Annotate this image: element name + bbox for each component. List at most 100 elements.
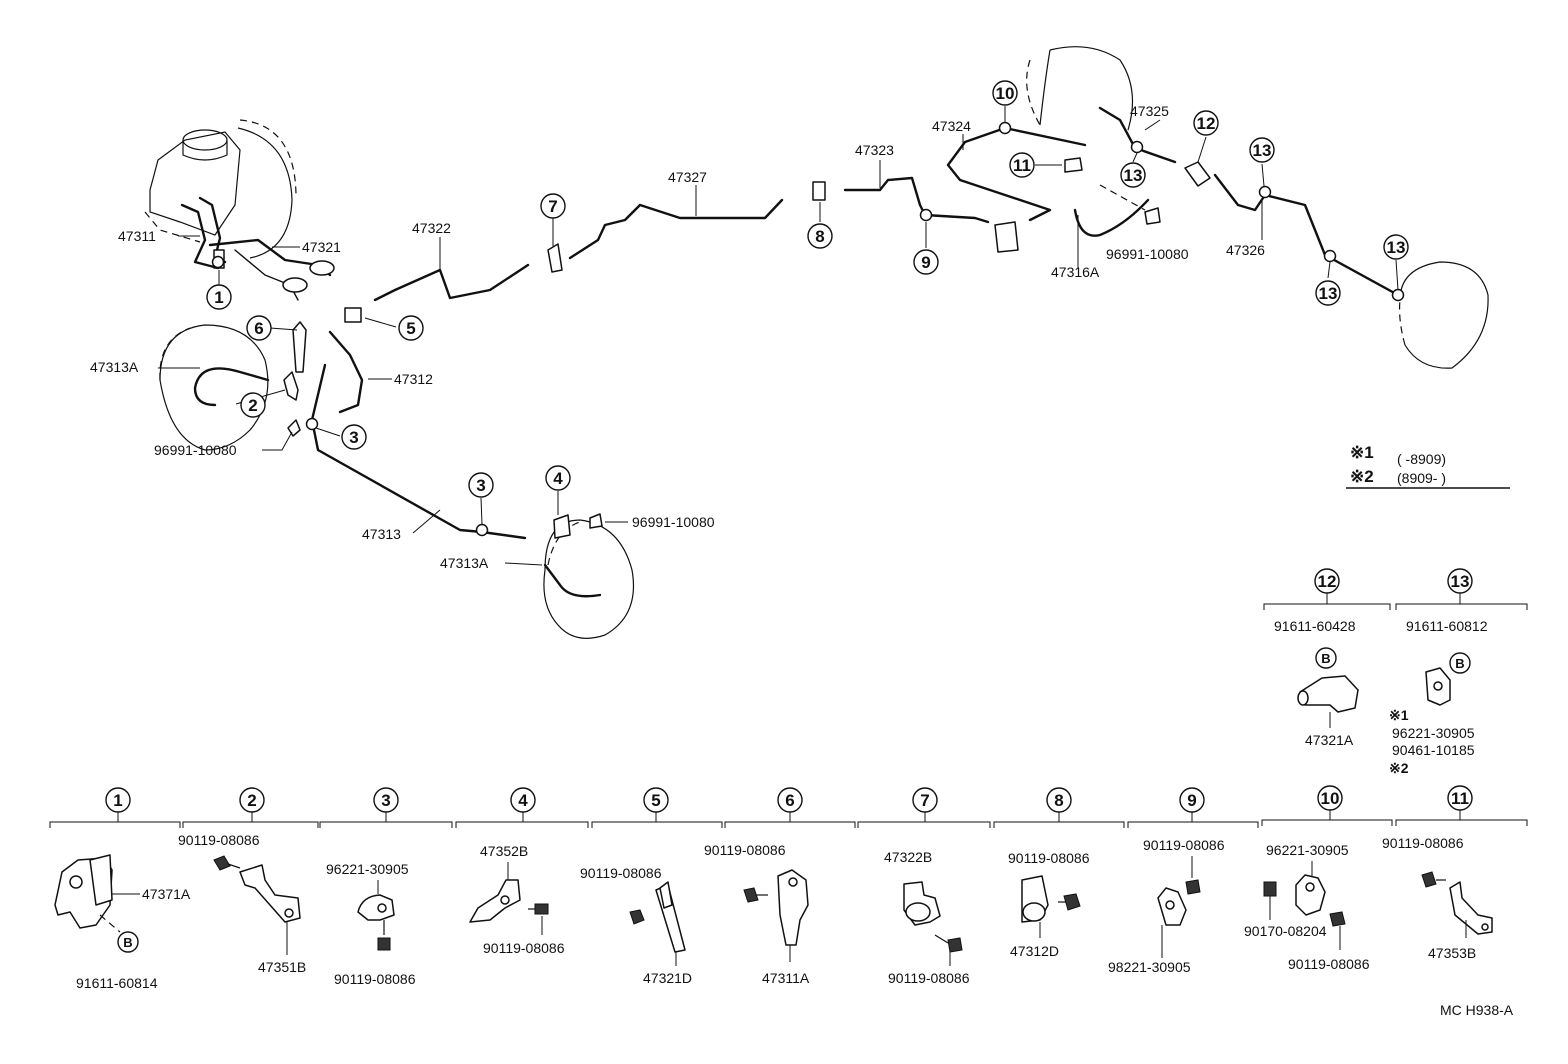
callout-13-a: 13 xyxy=(1120,162,1146,188)
main-part-labels: 47311 47321 47322 47327 47323 47324 4732… xyxy=(90,103,1265,571)
callout-8: 8 xyxy=(807,223,833,249)
svg-text:13: 13 xyxy=(1319,284,1338,303)
svg-text:91611-60814: 91611-60814 xyxy=(76,975,158,991)
detail-11-parts: 90119-08086 47353B xyxy=(1382,835,1493,961)
svg-text:6: 6 xyxy=(254,319,263,338)
detail-10-parts: 96221-30905 90170-08204 90119-08086 xyxy=(1244,842,1370,972)
svg-text:3: 3 xyxy=(381,791,390,810)
detail-3-parts: 96221-30905 90119-08086 xyxy=(326,861,416,987)
detail-header-11: 11 xyxy=(1447,785,1473,811)
note1-range: ( -8909) xyxy=(1397,451,1446,467)
label-47313: 47313 xyxy=(362,526,401,542)
detail-header-10: 10 xyxy=(1317,785,1343,811)
detail-4-parts: 47352B 90119-08086 xyxy=(469,843,565,956)
detail-header-2: 2 xyxy=(239,787,265,813)
svg-text:1: 1 xyxy=(113,791,122,810)
svg-text:47322B: 47322B xyxy=(884,849,932,865)
label-47312: 47312 xyxy=(394,371,433,387)
svg-text:2: 2 xyxy=(248,396,257,415)
rear-right-drum-illustration xyxy=(1398,261,1489,369)
detail-header-4: 4 xyxy=(510,787,536,813)
callout-12: 12 xyxy=(1193,110,1219,136)
detail-6-parts: 90119-08086 47311A xyxy=(704,842,810,986)
label-96991-10080-top: 96991-10080 xyxy=(1106,246,1189,262)
svg-text:96221-30905: 96221-30905 xyxy=(1266,842,1349,858)
svg-text:13: 13 xyxy=(1124,166,1143,185)
junction-nodes xyxy=(211,121,1405,537)
callout-13-d: 13 xyxy=(1383,234,1409,260)
svg-text:B: B xyxy=(1321,651,1330,666)
callout-3-mid: 3 xyxy=(468,472,494,498)
svg-text:5: 5 xyxy=(406,319,415,338)
detail-header-1: 1 xyxy=(105,787,131,813)
callout-5: 5 xyxy=(398,315,424,341)
label-47316A: 47316A xyxy=(1051,264,1100,280)
svg-text:5: 5 xyxy=(651,791,660,810)
svg-text:90119-08086: 90119-08086 xyxy=(1143,837,1225,853)
label-47321: 47321 xyxy=(302,239,341,255)
svg-text:90119-08086: 90119-08086 xyxy=(483,940,565,956)
leader-lines xyxy=(158,106,1399,566)
detail-header-8: 8 xyxy=(1046,787,1072,813)
label-47324: 47324 xyxy=(932,118,971,134)
svg-text:47353B: 47353B xyxy=(1428,945,1476,961)
svg-text:B: B xyxy=(1455,656,1464,671)
callout-10: 10 xyxy=(992,80,1018,106)
detail-12: 12 91611-60428 B 47321A xyxy=(1263,568,1391,748)
callout-4: 4 xyxy=(545,465,571,491)
svg-text:91611-60812: 91611-60812 xyxy=(1406,618,1488,634)
note1-mark: ※1 xyxy=(1350,443,1374,462)
svg-text:13: 13 xyxy=(1253,141,1272,160)
svg-text:※1: ※1 xyxy=(1389,707,1409,723)
detail-header-5: 5 xyxy=(643,787,669,813)
svg-text:47321A: 47321A xyxy=(1305,732,1354,748)
detail-8-parts: 90119-08086 47312D xyxy=(1008,850,1090,959)
callout-3-left: 3 xyxy=(341,424,367,450)
svg-text:90119-08086: 90119-08086 xyxy=(1382,835,1464,851)
rear-drum-illustration xyxy=(1026,46,1134,131)
svg-text:1: 1 xyxy=(214,288,223,307)
svg-text:10: 10 xyxy=(996,84,1015,103)
detail-header-6: 6 xyxy=(777,787,803,813)
svg-text:90119-08086: 90119-08086 xyxy=(334,971,416,987)
svg-text:90119-08086: 90119-08086 xyxy=(888,970,970,986)
label-96991-10080-left: 96991-10080 xyxy=(154,442,237,458)
applicability-notes: ※1 ( -8909) ※2 (8909- ) xyxy=(1346,443,1510,489)
svg-text:90119-08086: 90119-08086 xyxy=(1008,850,1090,866)
svg-text:47351B: 47351B xyxy=(258,959,306,975)
callout-7: 7 xyxy=(540,193,566,219)
callout-6: 6 xyxy=(246,315,272,341)
svg-text:47312D: 47312D xyxy=(1010,943,1059,959)
detail-7-parts: 47322B 90119-08086 xyxy=(884,849,970,986)
detail-header-3: 3 xyxy=(373,787,399,813)
label-47327: 47327 xyxy=(668,169,707,185)
detail-13: 13 91611-60812 B ※1 96221-30905 90461-10… xyxy=(1389,568,1528,776)
svg-text:96221-30905: 96221-30905 xyxy=(326,861,409,877)
callouts: 1 2 3 3 4 5 6 7 8 9 10 11 12 13 13 13 13 xyxy=(206,80,1409,498)
svg-text:※2: ※2 xyxy=(1389,760,1409,776)
label-47325: 47325 xyxy=(1130,103,1169,119)
label-47322: 47322 xyxy=(412,220,451,236)
svg-text:90170-08204: 90170-08204 xyxy=(1244,923,1327,939)
label-47326: 47326 xyxy=(1226,242,1265,258)
label-47311: 47311 xyxy=(118,228,156,244)
brake-pipes xyxy=(180,106,1400,598)
svg-text:3: 3 xyxy=(476,476,485,495)
label-47323: 47323 xyxy=(855,142,894,158)
note2-mark: ※2 xyxy=(1350,467,1374,486)
svg-text:8: 8 xyxy=(1054,791,1063,810)
svg-text:96221-30905: 96221-30905 xyxy=(1392,725,1475,741)
svg-text:47311A: 47311A xyxy=(762,970,810,986)
svg-text:90119-08086: 90119-08086 xyxy=(580,865,662,881)
front-left-brake-disc-illustration xyxy=(159,324,269,451)
svg-text:4: 4 xyxy=(518,791,528,810)
svg-text:13: 13 xyxy=(1451,572,1470,591)
figure-code: MC H938-A xyxy=(1440,1002,1514,1018)
clamps xyxy=(213,157,1211,539)
detail-1-parts: 47371A B 91611-60814 xyxy=(54,854,191,991)
svg-text:3: 3 xyxy=(349,428,358,447)
svg-text:6: 6 xyxy=(785,791,794,810)
callout-9: 9 xyxy=(913,249,939,275)
callout-1: 1 xyxy=(206,284,232,310)
